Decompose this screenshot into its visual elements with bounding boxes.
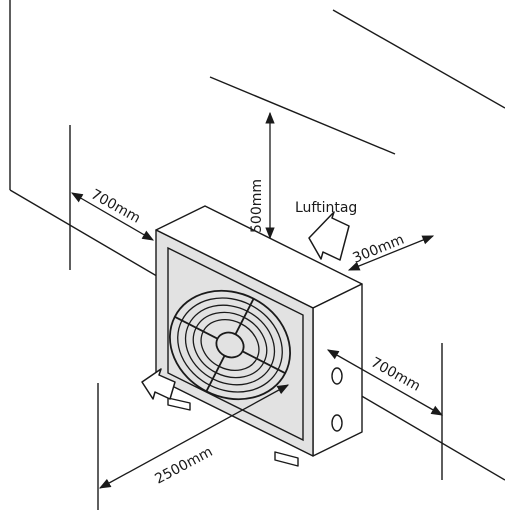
label-air-intake: Luftintag [295, 200, 357, 216]
fan-hub [215, 331, 245, 359]
unit-foot-right [274, 451, 299, 467]
fan-spokes [174, 298, 286, 392]
intake-arrow-icon [308, 211, 350, 261]
upper-clearance-line [209, 76, 396, 155]
dimension-arrows [70, 111, 444, 489]
label-top-clearance: 500mm [249, 179, 265, 233]
dim-arrow-left [70, 192, 155, 241]
unit-foot-left [167, 397, 191, 411]
label-rear-clearance: 300mm [351, 232, 407, 267]
dim-arrow-rear [347, 235, 435, 271]
top-diagonal-line [332, 9, 505, 109]
fan-grille [169, 289, 291, 401]
dim-arrow-front [98, 384, 290, 489]
unit-front-panel-border [167, 246, 304, 442]
label-front-clearance: 2500mm [152, 444, 215, 488]
unit-side-face [312, 283, 363, 457]
dim-arrow-right [326, 349, 444, 416]
